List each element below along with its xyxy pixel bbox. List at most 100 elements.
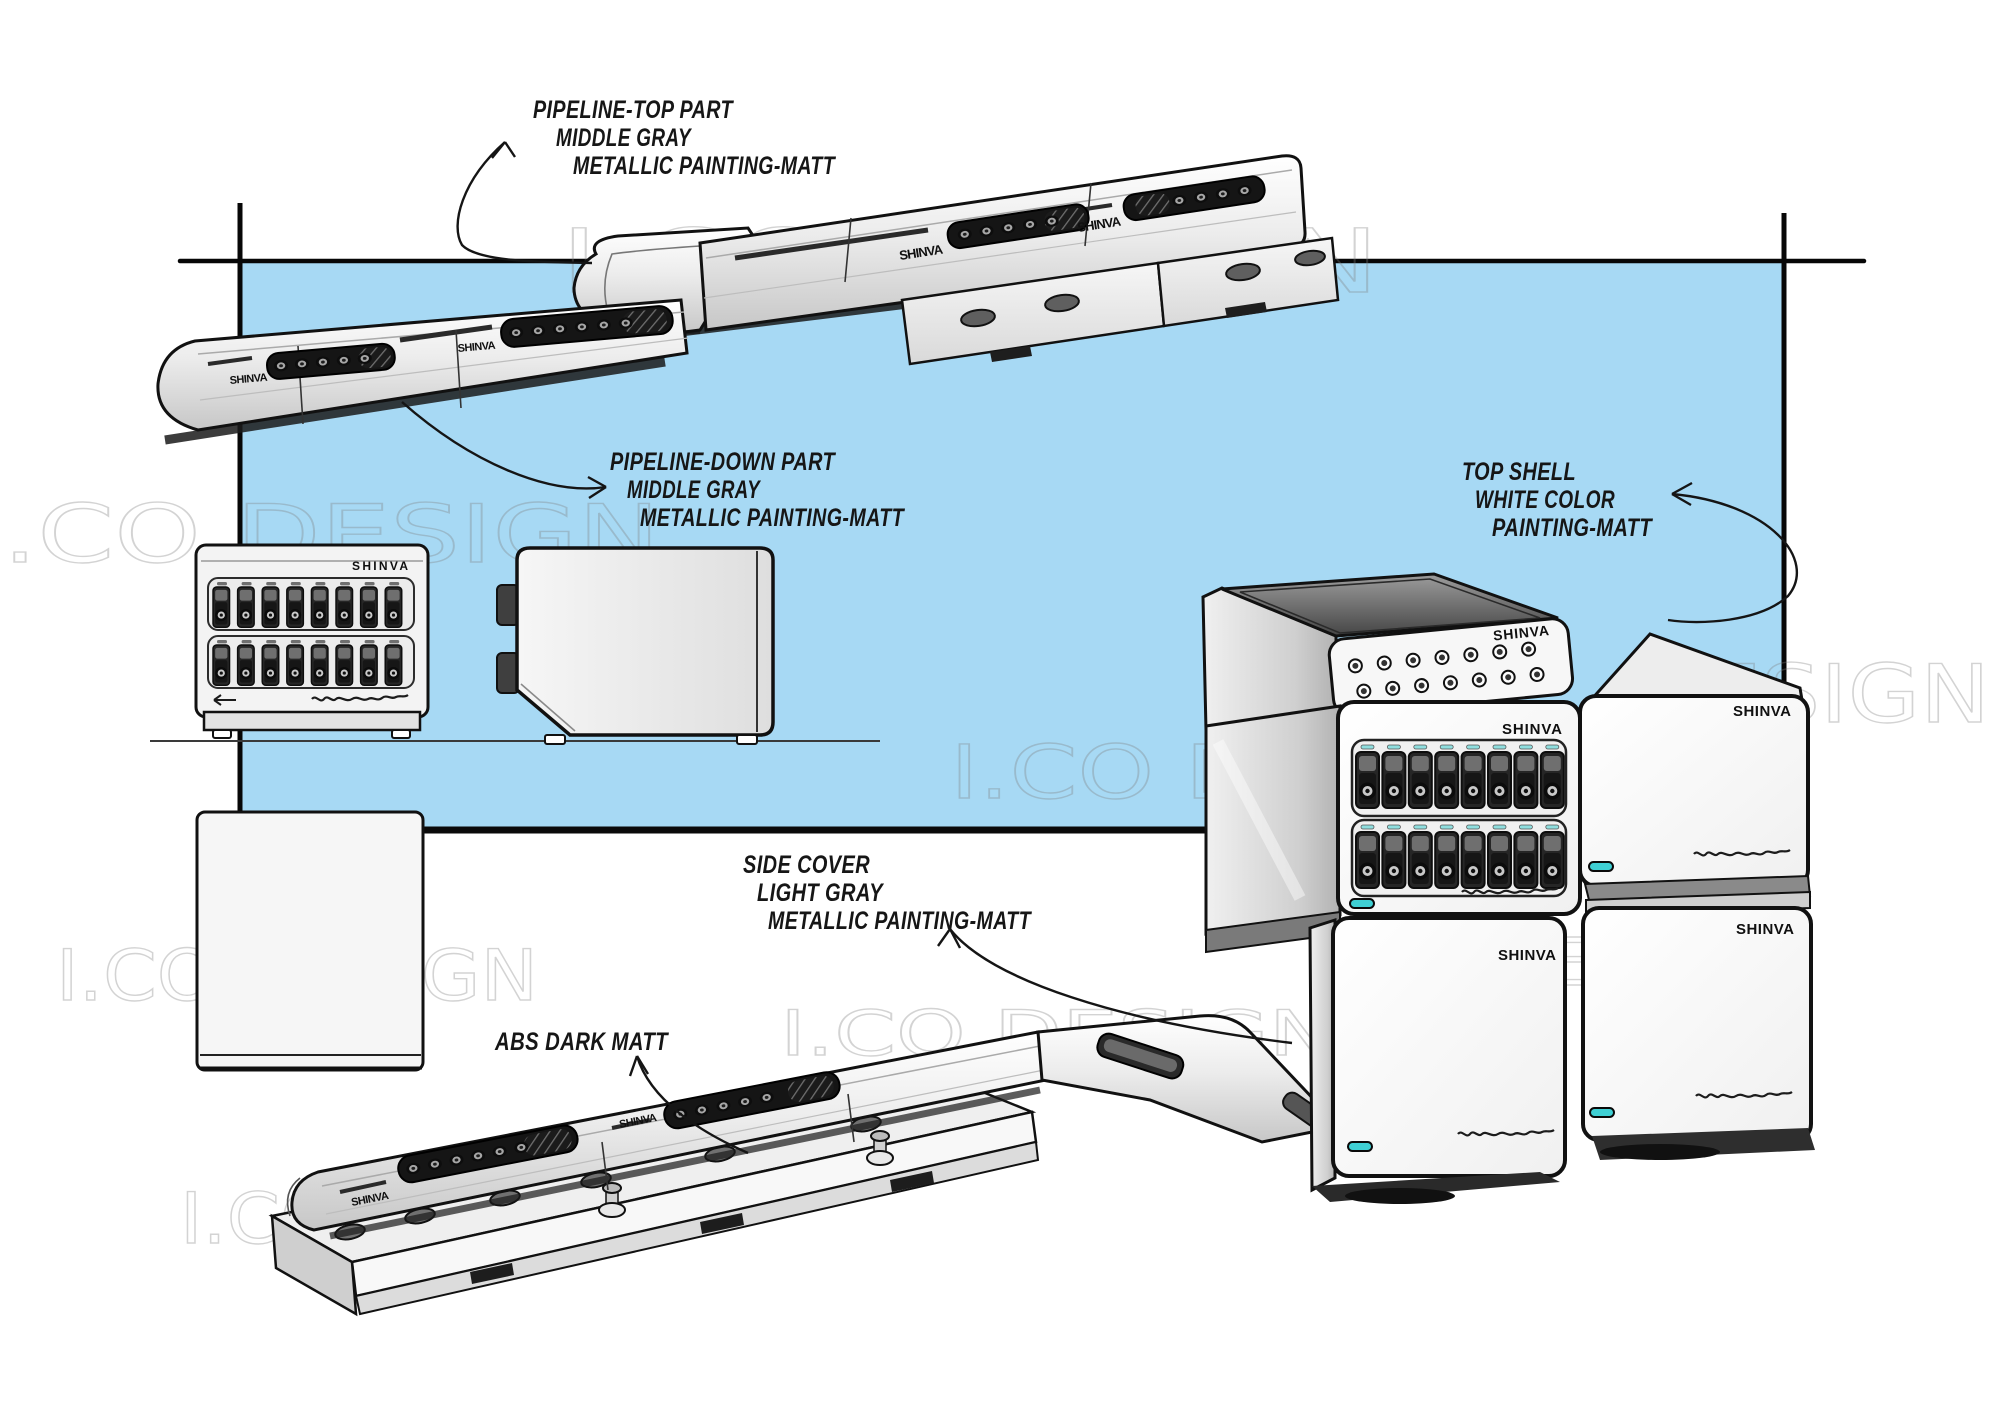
teal-dash — [1492, 744, 1507, 750]
arrow-side-cover — [949, 928, 1293, 1045]
plate-hole — [960, 308, 996, 328]
corner-slot — [1096, 1032, 1185, 1080]
plate-hole — [1294, 249, 1326, 267]
device-foot — [736, 734, 758, 745]
shinva-logo: SHINVA — [1733, 703, 1791, 720]
label-side-cover: SIDE COVER LIGHT GRAY METALLIC PAINTING-… — [743, 851, 1032, 935]
chamfer-line — [520, 683, 576, 732]
box-connector-unit: SHINVA — [1204, 700, 1582, 954]
rail-groove — [611, 1118, 651, 1130]
arrow-pipeline-down — [401, 401, 607, 490]
label-line: WHITE COLOR — [1475, 486, 1615, 514]
shinva-logo: SHINVA — [898, 241, 944, 263]
rail-groove-2 — [399, 324, 493, 343]
box-side-face — [1204, 704, 1342, 936]
label-line: SIDE COVER — [743, 851, 870, 879]
status-led — [1349, 898, 1375, 909]
label-pipeline-top: PIPELINE-TOP PART MIDDLE GRAY METALLIC P… — [533, 96, 836, 180]
connector — [1460, 751, 1486, 809]
side-highlight — [1212, 739, 1306, 901]
status-dash — [217, 640, 227, 644]
box-front-face — [1581, 906, 1813, 1142]
status-led — [1588, 861, 1614, 872]
arrow-top-shell — [1667, 492, 1799, 624]
teal-dash — [1413, 824, 1428, 830]
connector — [335, 644, 354, 687]
label-line: ABS DARK MATT — [494, 1028, 670, 1056]
connector — [1460, 831, 1486, 889]
pipeline-top-part: SHINVA SHINVA — [572, 154, 1340, 366]
leader-arrows — [401, 141, 1799, 1155]
label-line: LIGHT GRAY — [757, 879, 884, 907]
status-dash — [315, 640, 326, 644]
rail-groove-1 — [207, 356, 253, 366]
base-plate-lip — [354, 1140, 1040, 1316]
shinva-logo: SHINVA — [457, 340, 496, 355]
status-dash — [290, 640, 301, 644]
connector — [1407, 751, 1433, 809]
arrowhead — [628, 1055, 650, 1077]
port-strip — [397, 1124, 579, 1184]
connector — [335, 586, 354, 629]
arrowhead — [491, 141, 516, 159]
teal-dash — [1466, 744, 1480, 750]
endcap-line — [286, 1177, 301, 1217]
plate-notch-1 — [990, 346, 1032, 362]
teal-dash — [1413, 744, 1428, 750]
shell-rim-line — [1239, 578, 1541, 634]
card-body — [195, 810, 425, 1072]
shell-opening-interior — [1221, 572, 1559, 638]
status-dash — [389, 640, 400, 644]
vent-hole-center — [1476, 677, 1483, 684]
side-body — [515, 546, 775, 737]
connector — [1355, 751, 1380, 809]
blank-spec-card — [195, 810, 425, 1072]
teal-dash — [1545, 744, 1560, 750]
connector — [310, 644, 329, 687]
label-line: TOP SHELL — [1462, 458, 1576, 486]
port-strip — [663, 1071, 841, 1130]
status-led — [1347, 1141, 1373, 1152]
connector — [286, 644, 305, 687]
shell-front-band: SHINVA — [1327, 617, 1575, 717]
teal-dash — [1492, 824, 1507, 830]
box-bottom-right: SHINVA — [1581, 890, 1815, 1160]
vent-hole-center — [1525, 646, 1532, 653]
arrow-pipeline-top — [456, 141, 593, 265]
rail-groove-1 — [734, 227, 929, 261]
eject-arrow-icon — [213, 694, 236, 706]
vent-hole-center — [1360, 688, 1367, 695]
connector — [359, 586, 378, 629]
connector — [1407, 831, 1433, 889]
connector — [236, 644, 255, 687]
label-line: PAINTING-MATT — [1492, 514, 1654, 542]
vent-hole-center — [1447, 679, 1454, 686]
connector — [1539, 831, 1565, 889]
connector — [286, 586, 305, 629]
status-dash — [241, 582, 252, 586]
status-dash — [364, 582, 375, 586]
status-dash — [315, 582, 326, 586]
connector — [212, 586, 231, 629]
arrow-abs — [635, 1055, 749, 1155]
connector — [1513, 751, 1539, 809]
label-pipeline-down: PIPELINE-DOWN PART MIDDLE GRAY METALLIC … — [610, 448, 905, 532]
box-front-face — [1578, 694, 1810, 888]
arrowhead — [587, 475, 607, 500]
connector — [384, 644, 403, 687]
port-strip — [266, 342, 396, 380]
rail-mid-line — [199, 337, 689, 401]
device-foot — [212, 729, 232, 739]
rail-joint — [847, 1093, 855, 1143]
teal-dash — [1545, 824, 1560, 830]
status-dash — [290, 582, 301, 586]
label-line: PIPELINE-DOWN PART — [610, 448, 837, 476]
vent-hole-center — [1496, 648, 1503, 655]
rail-joint-1 — [844, 217, 852, 283]
rail-mid-line — [703, 211, 1297, 299]
vent-hole-center — [1438, 654, 1445, 661]
pipeline-down-part: SHINVA SHINVA — [156, 298, 689, 445]
connector — [261, 644, 280, 687]
